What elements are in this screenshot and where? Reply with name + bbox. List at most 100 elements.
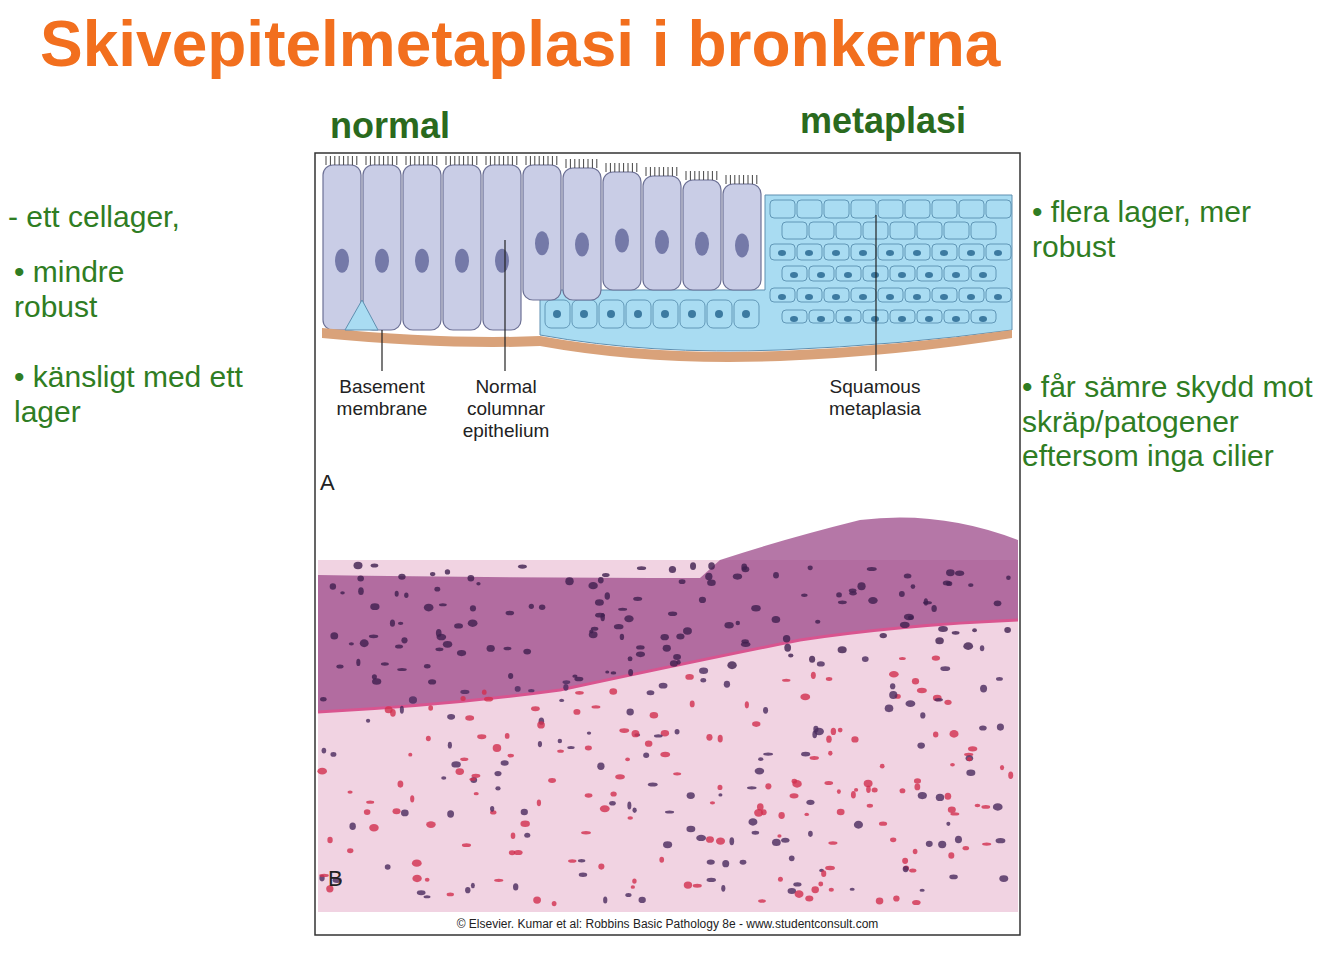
cilium: [592, 159, 593, 168]
nucleus: [938, 626, 948, 632]
nucleus: [913, 250, 921, 256]
nucleus: [949, 730, 958, 738]
note: • flera lager, mer robust: [1032, 195, 1327, 264]
cilium: [748, 175, 749, 184]
cilium: [410, 156, 411, 165]
nucleus: [828, 841, 837, 844]
nucleus: [782, 679, 790, 682]
nucleus: [837, 809, 845, 816]
nucleus: [591, 705, 600, 708]
nucleus: [515, 686, 521, 692]
nucleus: [821, 870, 826, 877]
nucleus: [940, 294, 948, 300]
cilium: [676, 167, 677, 176]
nucleus: [356, 659, 360, 666]
cilium: [588, 159, 589, 168]
cilium: [366, 156, 367, 165]
nucleus: [871, 316, 879, 322]
nucleus: [838, 646, 847, 653]
cilium: [343, 156, 344, 165]
nucleus: [898, 272, 906, 278]
nucleus: [340, 591, 345, 594]
nucleus: [598, 864, 604, 870]
nucleus: [801, 594, 807, 597]
nucleus: [748, 818, 757, 826]
nucleus: [783, 635, 790, 642]
nucleus: [741, 639, 748, 643]
nucleus: [330, 752, 336, 757]
nucleus: [844, 272, 852, 278]
nucleus: [706, 836, 714, 843]
nucleus: [529, 604, 534, 609]
part-label: Squamous metaplasia: [800, 376, 950, 420]
nucleus: [817, 272, 825, 278]
columnar-cells: [323, 156, 761, 330]
nucleus: [838, 600, 847, 604]
cilium: [548, 156, 549, 165]
nucleus: [552, 901, 557, 906]
nucleus: [905, 700, 915, 707]
nucleus: [844, 316, 852, 322]
nucleus: [650, 712, 658, 718]
nucleus: [832, 294, 840, 300]
cilium: [708, 171, 709, 180]
nucleus: [412, 875, 421, 882]
nucleus: [369, 824, 378, 832]
squamous-cell: [917, 310, 942, 323]
nucleus: [920, 712, 925, 718]
nucleus: [724, 622, 733, 629]
nucleus: [938, 841, 946, 848]
nucleus: [736, 621, 740, 625]
squamous-cell: [809, 266, 834, 281]
cilium: [516, 156, 517, 165]
nucleus: [645, 741, 653, 747]
squamous-cell: [971, 310, 996, 323]
cilium: [330, 156, 331, 165]
squamous-cell: [824, 288, 849, 302]
nucleus: [935, 637, 944, 644]
nucleus: [716, 837, 725, 844]
squamous-cell: [824, 244, 849, 260]
cilium: [686, 171, 687, 180]
nucleus: [468, 619, 478, 626]
nucleus: [836, 592, 842, 597]
nucleus: [950, 763, 955, 766]
squamous-cell: [971, 222, 996, 239]
squamous-cell: [986, 200, 1011, 218]
nucleus: [659, 857, 664, 863]
nucleus: [952, 631, 960, 635]
nucleus: [476, 582, 480, 585]
nuclei: [317, 562, 1013, 906]
nucleus: [445, 569, 450, 574]
nucleus: [729, 837, 734, 845]
nucleus: [648, 783, 658, 787]
nucleus: [735, 233, 749, 257]
cilium: [423, 156, 424, 165]
nucleus: [603, 896, 607, 903]
cilium: [468, 156, 469, 165]
squamous-cell: [878, 200, 903, 218]
nucleus: [899, 591, 905, 597]
nucleus: [784, 644, 791, 652]
nucleus: [385, 864, 391, 869]
nucleus: [967, 757, 972, 761]
nucleus: [531, 706, 540, 711]
nucleus: [862, 656, 869, 662]
nucleus: [456, 768, 465, 775]
squamous-cell: [944, 310, 969, 323]
nucleus: [322, 748, 327, 754]
nucleus: [902, 858, 908, 864]
nucleus: [805, 250, 813, 256]
nucleus: [349, 822, 355, 830]
nucleus: [347, 848, 353, 853]
squamous-cell: [905, 244, 930, 260]
nucleus: [781, 838, 789, 843]
nucleus: [925, 272, 933, 278]
cilium: [712, 171, 713, 180]
nucleus: [580, 310, 588, 318]
nucleus: [831, 728, 836, 735]
nucleus: [946, 822, 950, 826]
nucleus: [670, 660, 678, 666]
leader-line: [504, 240, 505, 371]
cilium: [628, 163, 629, 172]
